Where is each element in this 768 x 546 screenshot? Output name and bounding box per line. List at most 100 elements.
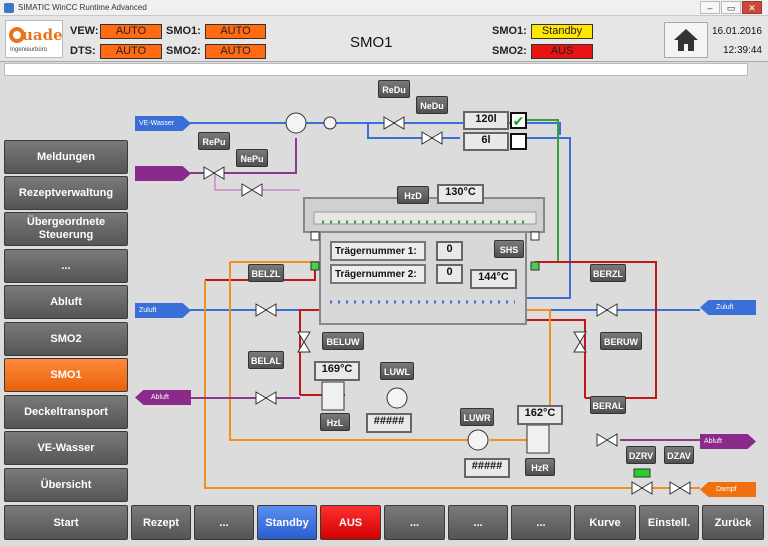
level-120: 120l [463,111,509,130]
home-icon [674,29,698,51]
hzl-button[interactable]: HzL [320,413,350,431]
bottom-zurueck-button[interactable]: Zurück [702,505,764,540]
bottom-more-button-4[interactable]: ... [511,505,571,540]
nav-uebergeordnete-steuerung[interactable]: Übergeordnete Steuerung [4,212,128,246]
dzav-button[interactable]: DZAV [664,446,694,464]
dzrv-button[interactable]: DZRV [626,446,656,464]
hzl-temperature: 169°C [314,361,360,381]
close-button[interactable]: ✕ [742,1,762,14]
nav-abluft[interactable]: Abluft [4,285,128,319]
beral-valve-icon [596,433,618,447]
pink-pipe [214,173,300,191]
belzl-valve-icon [255,303,277,317]
dzrv-indicator [633,468,651,478]
logo-subtext: Ingenieurbüro [10,47,48,53]
smo2-status: AUTO [205,44,266,59]
smo2-right-status: AUS [531,44,593,59]
luwr-button[interactable]: LUWR [460,408,494,426]
bottom-standby-button[interactable]: Standby [257,505,317,540]
redu-valve-icon [383,116,405,130]
pump-icon [285,112,307,134]
bottom-kurve-button[interactable]: Kurve [574,505,636,540]
traeger1-label: Trägernummer 1: [330,241,426,261]
redu-button[interactable]: ReDu [378,80,410,98]
bottom-rezept-button[interactable]: Rezept [131,505,191,540]
smo1-label: SMO1: [166,25,201,37]
ve-water-pipe [190,122,561,135]
nav-rezeptverwaltung[interactable]: Rezeptverwaltung [4,176,128,210]
dts-status: AUTO [100,44,162,59]
ve-water-branch [367,123,460,139]
bottom-start-button[interactable]: Start [4,505,128,540]
logo-text: uade [22,26,63,44]
orange-dampf-pipe [204,280,700,489]
chamber-temperature: 144°C [470,269,517,289]
sensor-right-top [530,231,540,241]
sensor-left [310,261,320,271]
page-title: SMO1 [350,34,393,51]
luwr-value: ##### [464,458,510,478]
hzl-heater-icon [321,381,345,411]
nav-smo1[interactable]: SMO1 [4,358,128,392]
hzr-temperature: 162°C [517,405,563,425]
belzl-button[interactable]: BELZL [248,264,284,282]
hzd-button[interactable]: HzD [397,186,429,204]
purple-pipe [190,138,297,174]
dzrv-valve-icon [631,481,653,495]
minimize-button[interactable]: – [700,1,720,14]
smo2-label: SMO2: [166,45,201,57]
level-6: 6l [463,132,509,151]
nepu-button[interactable]: NePu [236,149,268,167]
nav-meldungen[interactable]: Meldungen [4,140,128,174]
beral-button[interactable]: BERAL [590,396,626,414]
smo2-right-label: SMO2: [492,45,527,57]
shs-button[interactable]: SHS [494,240,524,258]
luwl-fan-icon [386,387,408,409]
bottom-aus-button[interactable]: AUS [320,505,381,540]
bottom-more-button-1[interactable]: ... [194,505,254,540]
restore-button[interactable]: ▭ [721,1,741,14]
header-date: 16.01.2016 [711,26,762,37]
traeger1-value: 0 [436,241,463,261]
bottom-more-button-3[interactable]: ... [448,505,508,540]
berzl-valve-icon [596,303,618,317]
bottom-more-button-2[interactable]: ... [384,505,445,540]
bottom-einstell-button[interactable]: Einstell. [639,505,699,540]
nav-smo2[interactable]: SMO2 [4,322,128,356]
logo-ring-inner [13,31,21,39]
nav-ve-wasser[interactable]: VE-Wasser [4,431,128,465]
beruw-valve-icon [573,331,587,353]
home-button[interactable] [664,22,708,58]
hzr-heater-icon [526,424,550,454]
beruw-button[interactable]: BERUW [600,332,642,350]
belal-valve-icon [255,391,277,405]
dts-label: DTS: [70,45,96,57]
vew-label: VEW: [70,25,99,37]
berzl-button[interactable]: BERZL [590,264,626,282]
nedu-button[interactable]: NeDu [416,96,448,114]
app-icon [4,3,14,13]
orange-right [525,309,551,410]
luwr-fan-icon [467,429,489,451]
dampf-arrow: Dampf [700,482,756,497]
header-time: 12:39:44 [723,45,762,56]
ve-water-arrow: VE-Wasser [135,116,191,131]
repu-button[interactable]: RePu [198,132,230,150]
traeger2-value: 0 [436,264,463,284]
zuluft-right-arrow: Zuluft [700,300,756,315]
nav-uebersicht[interactable]: Übersicht [4,468,128,502]
nav-more[interactable]: ... [4,249,128,283]
belal-button[interactable]: BELAL [248,351,284,369]
abluft-right-arrow: Abluft [700,434,756,449]
luwl-button[interactable]: LUWL [380,362,414,380]
window-titlebar: SIMATIC WinCC Runtime Advanced – ▭ ✕ [0,0,768,16]
red-right-drop [525,319,586,398]
recirc-arrow [135,166,191,181]
nav-deckeltransport[interactable]: Deckeltransport [4,395,128,429]
sensor-right [530,261,540,271]
level-120-check-icon: ✔ [510,112,527,129]
flowmeter-icon [323,116,337,130]
hzr-button[interactable]: HzR [525,458,555,476]
beluw-button[interactable]: BELUW [322,332,364,350]
smo1-status: AUTO [205,24,266,39]
